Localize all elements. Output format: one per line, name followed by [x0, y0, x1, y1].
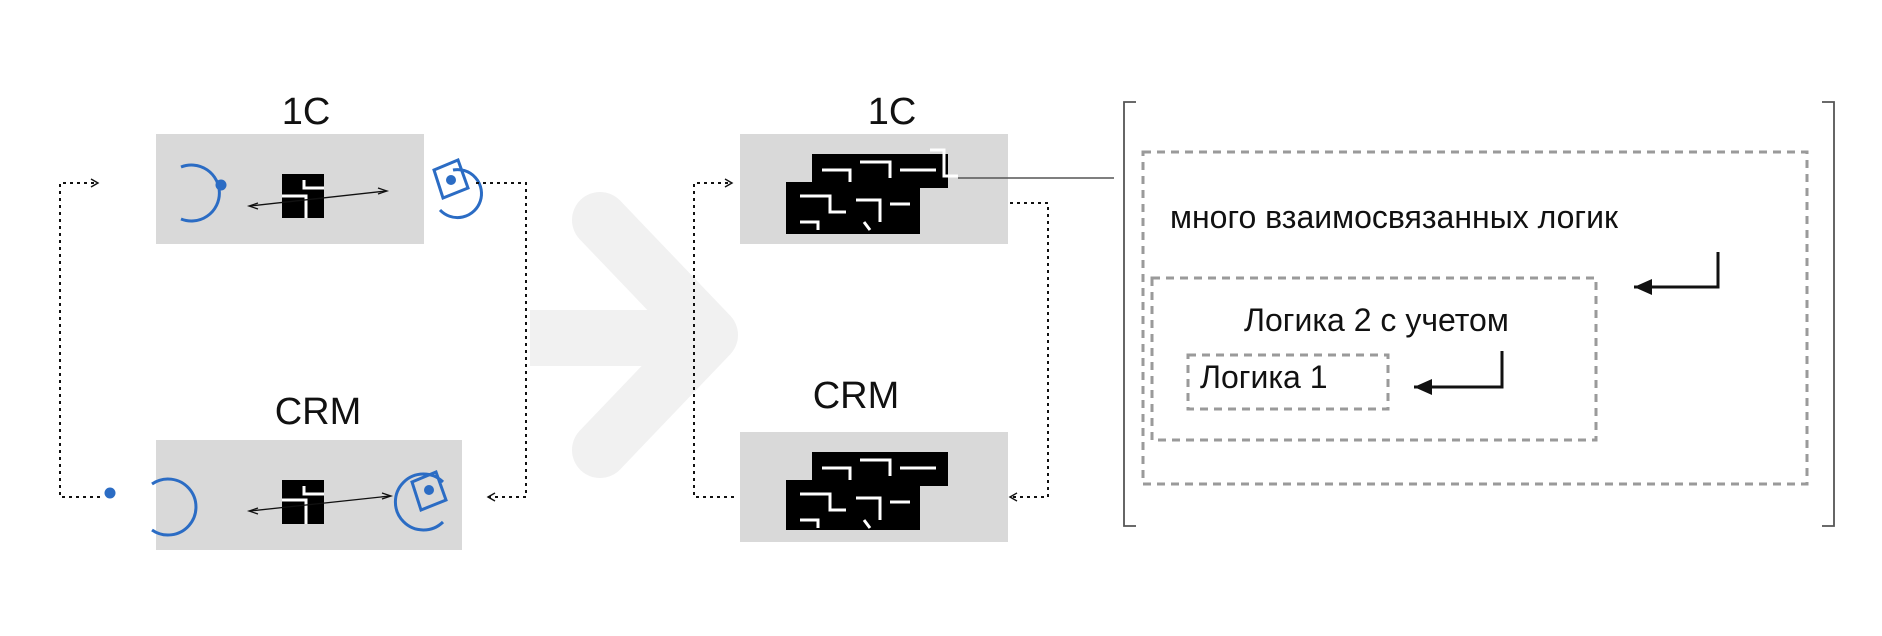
- middle-logic-frame: [1150, 276, 1598, 442]
- middle-logic-text: Логика 2 с учетом: [1244, 302, 1509, 338]
- left-diagram: 1С CRM: [59, 91, 527, 550]
- socket-out-icon: [432, 158, 483, 220]
- middle-bottom-label: CRM: [813, 375, 900, 417]
- socket-out-icon: [393, 470, 448, 532]
- tangled-logic-icon: [786, 452, 948, 530]
- dotted-connector: [693, 178, 734, 498]
- connector-icon: [246, 480, 394, 524]
- inner-logic-frame: [1186, 353, 1390, 411]
- outer-logic-frame: [1141, 150, 1809, 486]
- left-top-label: 1С: [282, 91, 331, 133]
- inner-logic-text: Логика 1: [1200, 359, 1328, 395]
- dotted-connector: [1008, 202, 1049, 502]
- outer-to-middle-arrow: [1634, 252, 1720, 295]
- socket-in-icon: [104, 477, 198, 537]
- socket-in-icon: [180, 163, 227, 223]
- left-bracket: [1123, 101, 1136, 527]
- transition-arrow-icon: [530, 192, 738, 478]
- outer-logic-text: много взаимосвязанных логик: [1170, 199, 1619, 235]
- middle-top-label: 1С: [868, 91, 917, 133]
- logic-panel: много взаимосвязанных логик Логика 2 с у…: [1123, 101, 1835, 527]
- middle-diagram: 1С CRM: [693, 91, 1114, 542]
- connector-icon: [246, 174, 390, 218]
- dotted-connector: [476, 182, 527, 502]
- tangled-logic-icon: [786, 148, 958, 234]
- middle-to-inner-arrow: [1414, 351, 1504, 395]
- left-bottom-label: CRM: [275, 391, 362, 433]
- right-bracket: [1822, 101, 1835, 527]
- dotted-connector: [59, 178, 100, 498]
